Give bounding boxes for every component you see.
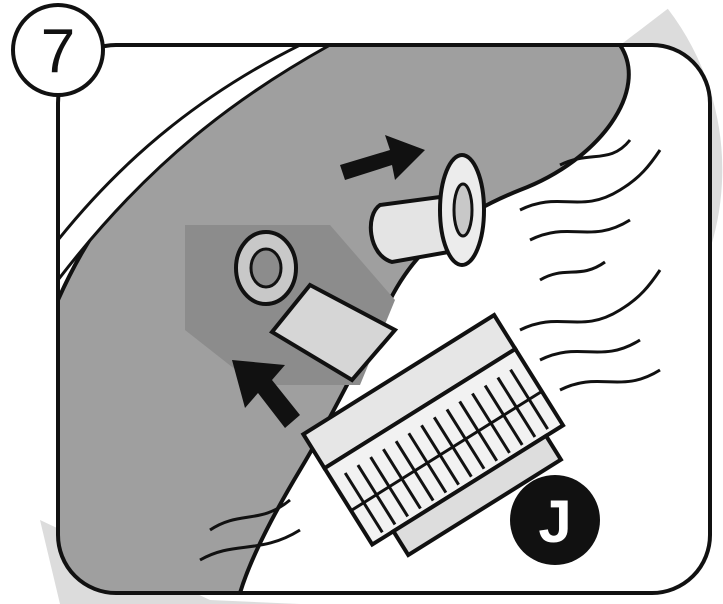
step-number-badge: 7 [13, 5, 103, 95]
step-number-label: 7 [41, 17, 75, 86]
part-label-badge: J [510, 475, 600, 565]
mount-hole [236, 232, 296, 304]
illustration-panel: J [58, 45, 710, 593]
part-letter-label: J [538, 488, 571, 555]
